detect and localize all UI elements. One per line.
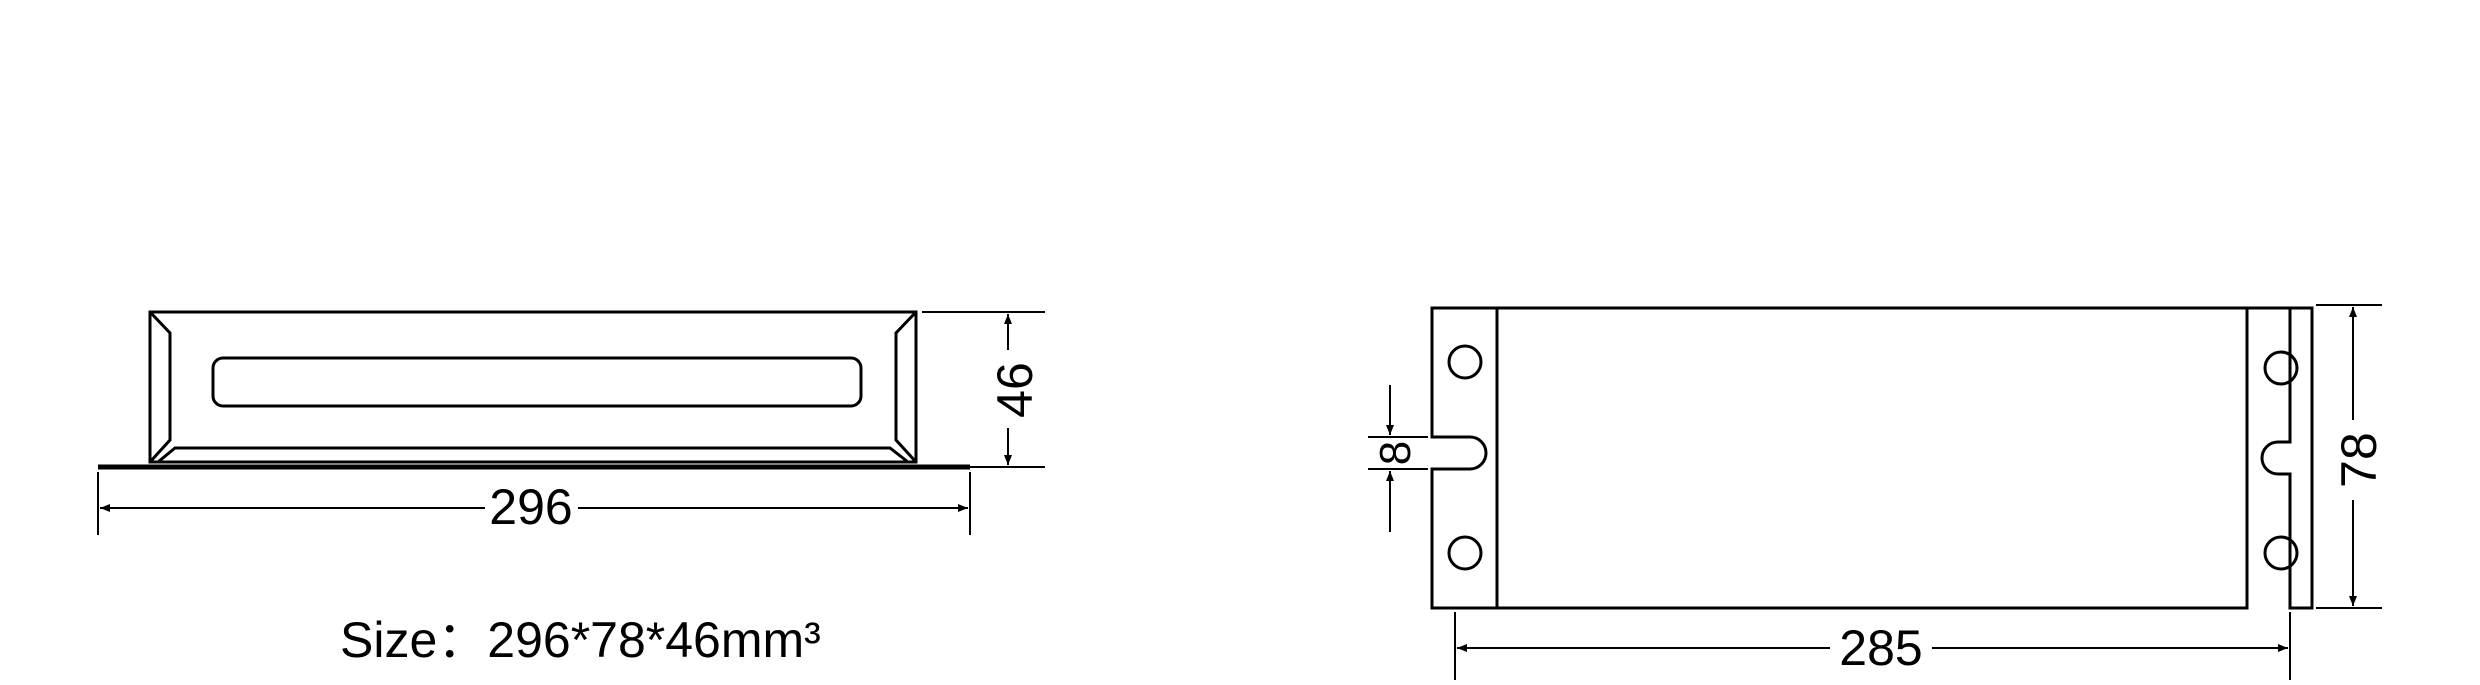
top-view-body <box>1495 306 2249 610</box>
top-view-right-flange <box>2247 306 2314 610</box>
top-length-label: 285 <box>1839 620 1922 676</box>
top-view-hole-bottom-right <box>2263 535 2299 571</box>
top-view-left-flange <box>1430 306 1497 610</box>
side-view <box>98 310 970 470</box>
side-view-body <box>148 310 918 464</box>
dim-side-height <box>922 311 1045 468</box>
side-view-right-end <box>894 310 918 464</box>
side-height-label: 46 <box>987 362 1043 418</box>
side-view-left-end <box>148 310 172 464</box>
top-view-hole-top-left <box>1447 344 1483 380</box>
top-width-label: 78 <box>2331 432 2387 488</box>
side-view-lip <box>157 446 909 464</box>
side-view-window <box>211 356 863 408</box>
top-view-hole-bottom-left <box>1447 535 1483 571</box>
dim-side-length <box>97 472 971 535</box>
top-view-hole-top-right <box>2263 350 2299 386</box>
dim-slot <box>1368 385 1428 532</box>
side-length-label: 296 <box>489 479 572 535</box>
dim-top-length <box>1454 612 2291 680</box>
slot-label: 8 <box>1371 441 1420 465</box>
top-view <box>1430 306 2314 610</box>
size-caption: Size：296*78*46mm³ <box>340 612 821 668</box>
dim-top-width <box>2316 304 2382 609</box>
